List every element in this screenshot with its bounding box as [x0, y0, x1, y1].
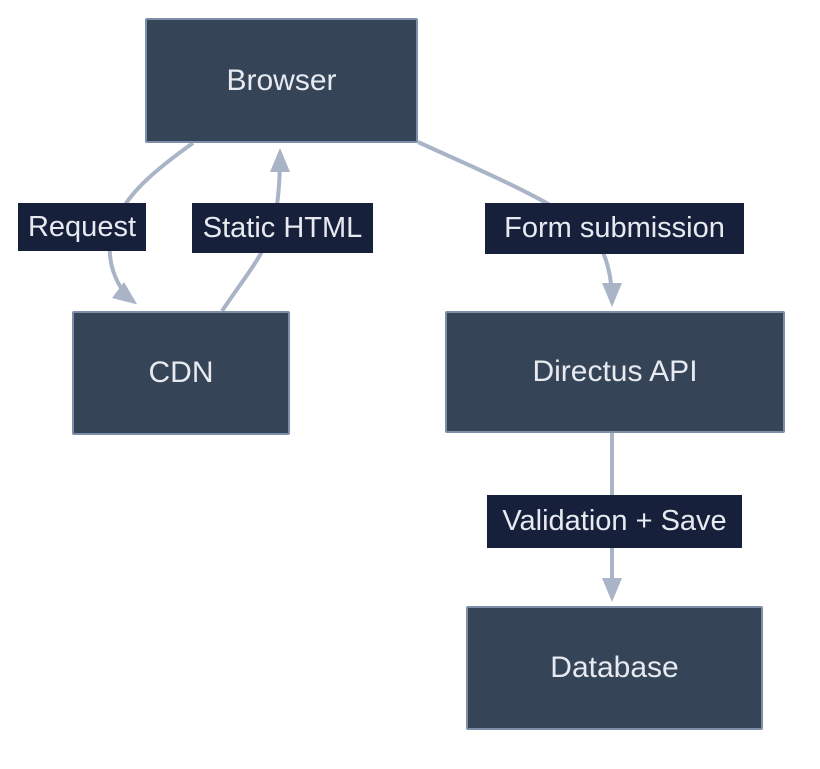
node-browser: Browser [145, 18, 418, 143]
edge-label-form-submission: Form submission [485, 203, 744, 254]
node-browser-label: Browser [226, 63, 337, 97]
edge-label-validation-save: Validation + Save [487, 495, 742, 548]
node-cdn: CDN [72, 311, 290, 435]
edge-label-static-html: Static HTML [192, 203, 373, 253]
edge-label-request-text: Request [27, 210, 136, 243]
node-directus-api: Directus API [445, 311, 785, 433]
node-database: Database [466, 606, 763, 730]
edge-label-request: Request [18, 203, 146, 251]
node-cdn-label: CDN [148, 356, 214, 389]
node-database-label: Database [550, 651, 679, 684]
node-directus-api-label: Directus API [532, 355, 698, 388]
edge-label-static-html-text: Static HTML [202, 211, 363, 244]
edge-label-form-submission-text: Form submission [504, 212, 725, 244]
edge-label-validation-save-text: Validation + Save [502, 505, 727, 537]
